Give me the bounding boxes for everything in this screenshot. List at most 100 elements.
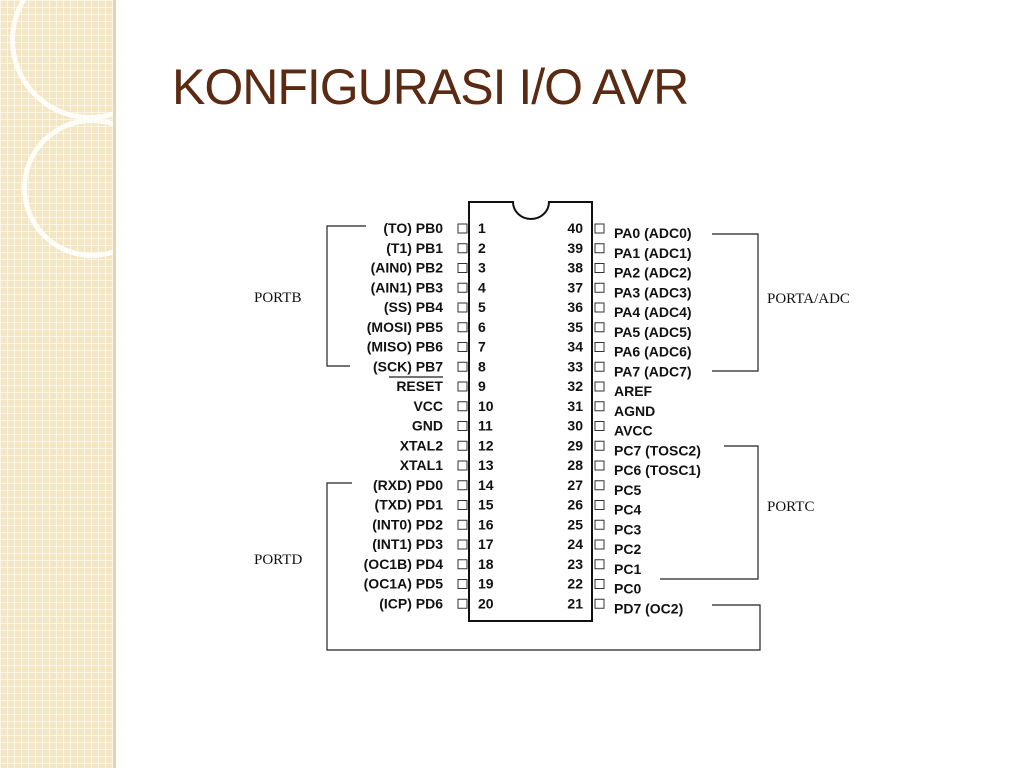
pin-number: 28 [567, 457, 583, 473]
pin-label: PA7 (ADC7) [614, 363, 692, 379]
pin-label: PC0 [614, 581, 641, 597]
pin-label: PC2 [614, 541, 641, 557]
pin-label: PC7 (TOSC2) [614, 442, 701, 458]
pin-pad [457, 460, 468, 471]
pin-number: 9 [478, 378, 486, 394]
pin-label: (AIN1) PB3 [371, 279, 444, 295]
pin-pad [457, 223, 468, 234]
pin-pad [457, 263, 468, 273]
pin-pad [457, 598, 468, 609]
pin-pad [457, 401, 468, 412]
pin-number: 4 [478, 279, 486, 295]
pin-pad [457, 322, 468, 333]
pin-number: 34 [567, 339, 583, 355]
pin-left-8: (SCK) PB7 8 [373, 358, 486, 374]
pin-number: 1 [478, 220, 486, 236]
pin-right-28: 28 PC6 (TOSC1) [567, 457, 700, 478]
pin-left-15: (TXD) PD1 15 [375, 497, 494, 513]
pin-pad [594, 480, 605, 491]
pin-left-17: (INT1) PD3 17 [372, 536, 494, 552]
pin-number: 16 [478, 516, 494, 532]
pin-number: 40 [567, 220, 583, 236]
pin-label: GND [412, 418, 443, 434]
pin-number: 18 [478, 556, 494, 572]
pin-number: 17 [478, 536, 494, 552]
pin-number: 35 [567, 319, 583, 335]
pin-label: AREF [614, 383, 653, 399]
pin-label: PA4 (ADC4) [614, 304, 692, 320]
pin-label: XTAL1 [400, 457, 444, 473]
pin-pad [594, 440, 605, 451]
pin-pad [457, 421, 468, 431]
pin-left-6: (MOSI) PB5 6 [367, 319, 486, 335]
pin-label: PC1 [614, 561, 641, 577]
pin-pad [594, 243, 605, 254]
pin-label: PA0 (ADC0) [614, 225, 692, 241]
pin-label: AVCC [614, 423, 653, 439]
sidebar-divider [113, 0, 116, 768]
pin-label: PC4 [614, 502, 641, 518]
portb-bracket [326, 225, 366, 367]
porta-bracket [712, 233, 759, 372]
pin-pad [594, 282, 605, 293]
pin-number: 8 [478, 358, 486, 374]
porta-adc-label: PORTA/ADC [767, 291, 850, 307]
pin-number: 24 [567, 536, 583, 552]
pin-label: PA5 (ADC5) [614, 324, 692, 340]
slide-title: KONFIGURASI I/O AVR [172, 59, 689, 115]
pin-pad [594, 401, 605, 412]
pin-number: 25 [567, 516, 583, 532]
pin-label: PC3 [614, 521, 641, 537]
pin-label: PA2 (ADC2) [614, 265, 692, 281]
pin-number: 19 [478, 576, 494, 592]
pin-label: (MOSI) PB5 [367, 319, 443, 335]
pin-number: 3 [478, 260, 486, 276]
decorative-sidebar [0, 0, 113, 768]
pin-label: (INT1) PD3 [372, 536, 443, 552]
pin-label: XTAL2 [400, 437, 444, 453]
pin-right-34: 34 PA6 (ADC6) [567, 339, 691, 360]
portd-bracket [326, 482, 761, 651]
pin-pad [594, 539, 605, 550]
pin-number: 15 [478, 497, 494, 513]
pin-pad [457, 559, 468, 570]
pin-label: PC6 (TOSC1) [614, 462, 701, 478]
pin-label: PA1 (ADC1) [614, 245, 692, 261]
pin-label: (TXD) PD1 [375, 497, 444, 513]
pin-label: PA6 (ADC6) [614, 344, 692, 360]
pin-pad [457, 282, 468, 293]
pin-number: 32 [567, 378, 583, 394]
pin-pad [457, 500, 468, 510]
pin-right-40: 40 PA0 (ADC0) [567, 220, 691, 241]
pin-pad [594, 223, 605, 234]
pin-number: 13 [478, 457, 494, 473]
pin-number: 10 [478, 398, 494, 414]
pin-left-4: (AIN1) PB3 4 [371, 279, 486, 295]
portc-bracket [660, 445, 759, 580]
pin-number: 37 [567, 279, 583, 295]
pin-number: 6 [478, 319, 486, 335]
pin-label: (MISO) PB6 [367, 339, 443, 355]
pin-number: 38 [567, 260, 583, 276]
pin-pad [594, 421, 605, 431]
pin-label: (SCK) PB7 [373, 358, 443, 374]
